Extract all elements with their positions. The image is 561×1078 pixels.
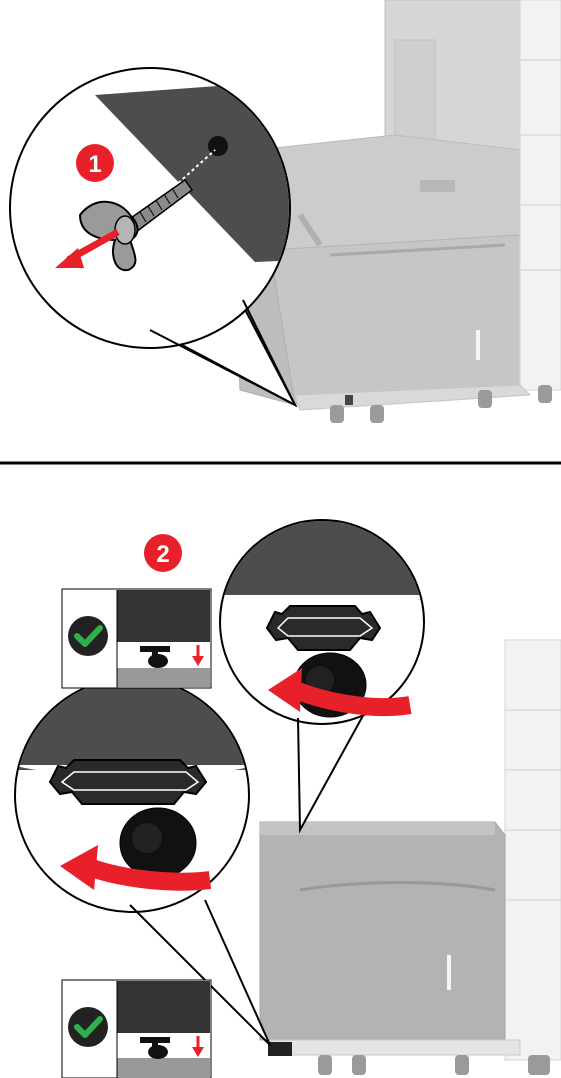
step-1-badge: 1 <box>76 144 114 182</box>
step-2-badge: 2 <box>144 534 182 572</box>
inset-correct-height-bottom <box>62 980 211 1078</box>
callout-zoom-thumbscrew <box>10 68 300 405</box>
inset-correct-height-top <box>62 589 211 688</box>
panel-step-1: 1 <box>10 0 561 423</box>
step-2-number: 2 <box>156 541 169 568</box>
panel-step-2: 2 <box>10 510 561 1078</box>
step-1-number: 1 <box>88 151 101 178</box>
check-icon <box>68 1007 108 1047</box>
check-icon <box>68 616 108 656</box>
